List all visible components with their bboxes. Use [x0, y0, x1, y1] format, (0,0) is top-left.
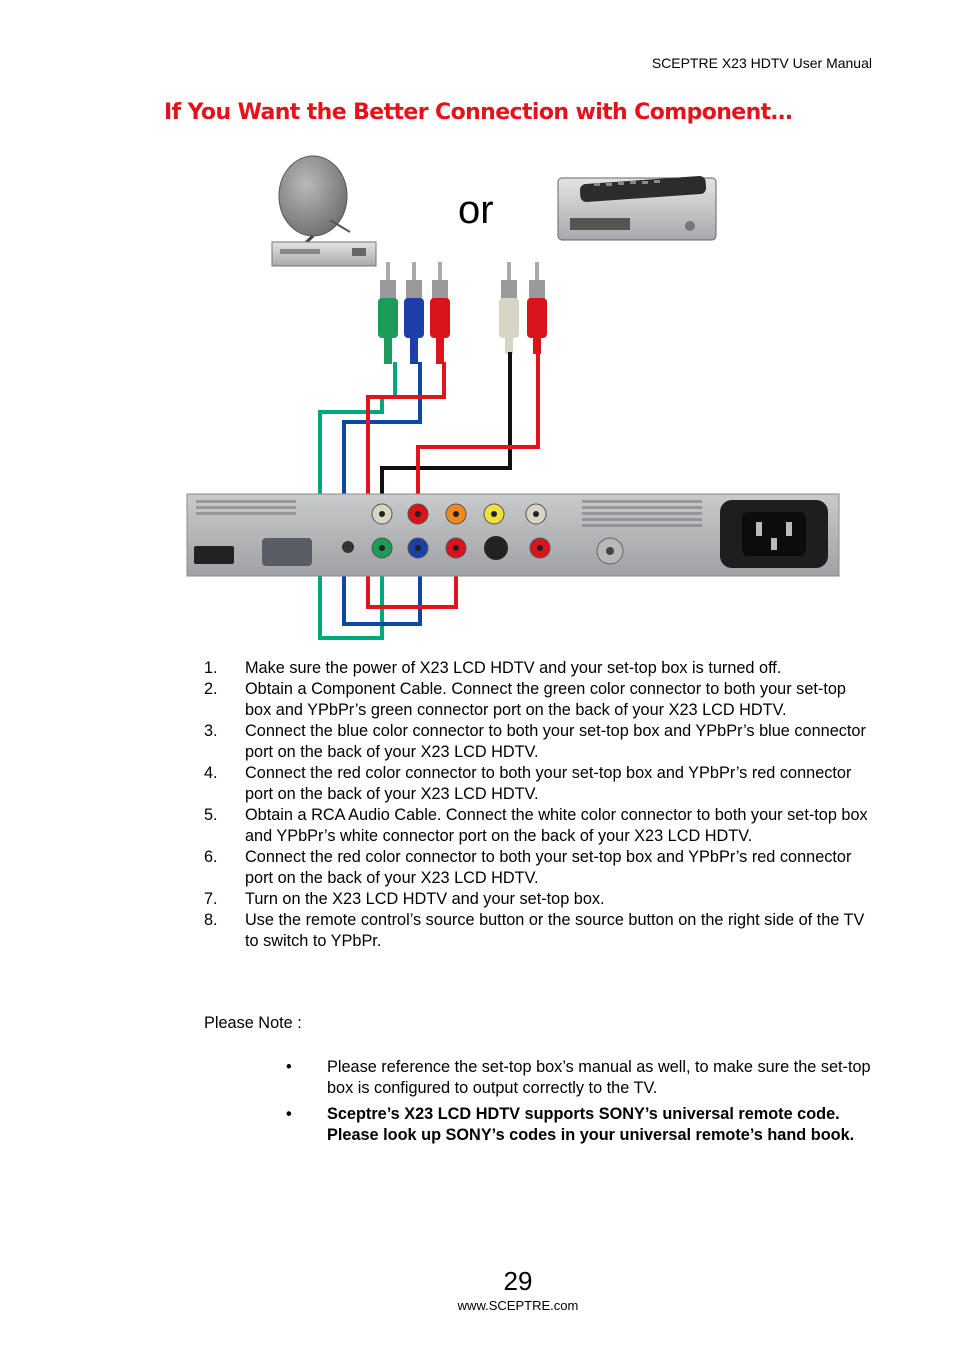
bullet-dot-icon: •: [286, 1105, 292, 1123]
instruction-steps: 1. Make sure the power of X23 LCD HDTV an…: [204, 658, 874, 952]
vga-port: [262, 538, 312, 566]
step-number: 3.: [204, 722, 218, 740]
step-number: 1.: [204, 659, 218, 677]
footer-website: www.SCEPTRE.com: [457, 1298, 579, 1313]
step-text: Obtain a Component Cable. Connect the gr…: [245, 680, 846, 719]
step-text: Connect the red color connector to both …: [245, 848, 852, 887]
note-bullets: • Please reference the set-top box’s manu…: [286, 1057, 876, 1151]
step-text: Obtain a RCA Audio Cable. Connect the wh…: [245, 806, 868, 845]
note-bullet-item: • Please reference the set-top box’s manu…: [286, 1057, 876, 1099]
tv-back-panel: [186, 493, 840, 577]
note-bullet-text: Please reference the set-top box’s manua…: [327, 1058, 871, 1097]
step-text: Turn on the X23 LCD HDTV and your set-to…: [245, 890, 605, 908]
note-bullet-item: • Sceptre’s X23 LCD HDTV supports SONY’s …: [286, 1104, 876, 1146]
hdmi-port: [194, 546, 234, 564]
cable-box-icon: [557, 176, 717, 241]
step-item: 4. Connect the red color connector to bot…: [204, 763, 874, 805]
running-header: SCEPTRE X23 HDTV User Manual: [651, 55, 872, 71]
step-item: 2. Obtain a Component Cable. Connect the …: [204, 679, 874, 721]
step-text: Make sure the power of X23 LCD HDTV and …: [245, 659, 782, 677]
audio-in-port: [342, 541, 354, 553]
step-item: 1. Make sure the power of X23 LCD HDTV an…: [204, 658, 874, 679]
step-item: 3. Connect the blue color connector to bo…: [204, 721, 874, 763]
step-text: Use the remote control’s source button o…: [245, 911, 865, 950]
bullet-dot-icon: •: [286, 1058, 292, 1076]
step-text: Connect the blue color connector to both…: [245, 722, 866, 761]
component-plug-green: [378, 262, 398, 364]
step-number: 6.: [204, 848, 218, 866]
step-item: 8. Use the remote control’s source button…: [204, 910, 874, 952]
audio-cable-red: [416, 352, 540, 498]
step-number: 7.: [204, 890, 218, 908]
section-title: If You Want the Better Connection with C…: [164, 100, 793, 125]
audio-plug-white: [499, 262, 519, 354]
step-number: 8.: [204, 911, 218, 929]
component-plug-red: [430, 262, 450, 364]
audio-cable-black: [380, 352, 512, 498]
port-row-bottom: [371, 536, 551, 560]
step-item: 5. Obtain a RCA Audio Cable. Connect the …: [204, 805, 874, 847]
port-row-top: [371, 503, 547, 525]
connection-diagram: or: [186, 155, 840, 640]
step-item: 7. Turn on the X23 LCD HDTV and your set-…: [204, 889, 874, 910]
step-text: Connect the red color connector to both …: [245, 764, 852, 803]
satellite-receiver-icon: [271, 155, 377, 267]
page-number: 29: [503, 1266, 533, 1296]
step-number: 2.: [204, 680, 218, 698]
or-label: or: [458, 188, 494, 232]
audio-plug-red: [527, 262, 547, 354]
step-number: 4.: [204, 764, 218, 782]
step-item: 6. Connect the red color connector to bot…: [204, 847, 874, 889]
component-plug-blue: [404, 262, 424, 364]
step-number: 5.: [204, 806, 218, 824]
note-label: Please Note :: [204, 1014, 302, 1032]
note-bullet-text: Sceptre’s X23 LCD HDTV supports SONY’s u…: [327, 1105, 855, 1144]
